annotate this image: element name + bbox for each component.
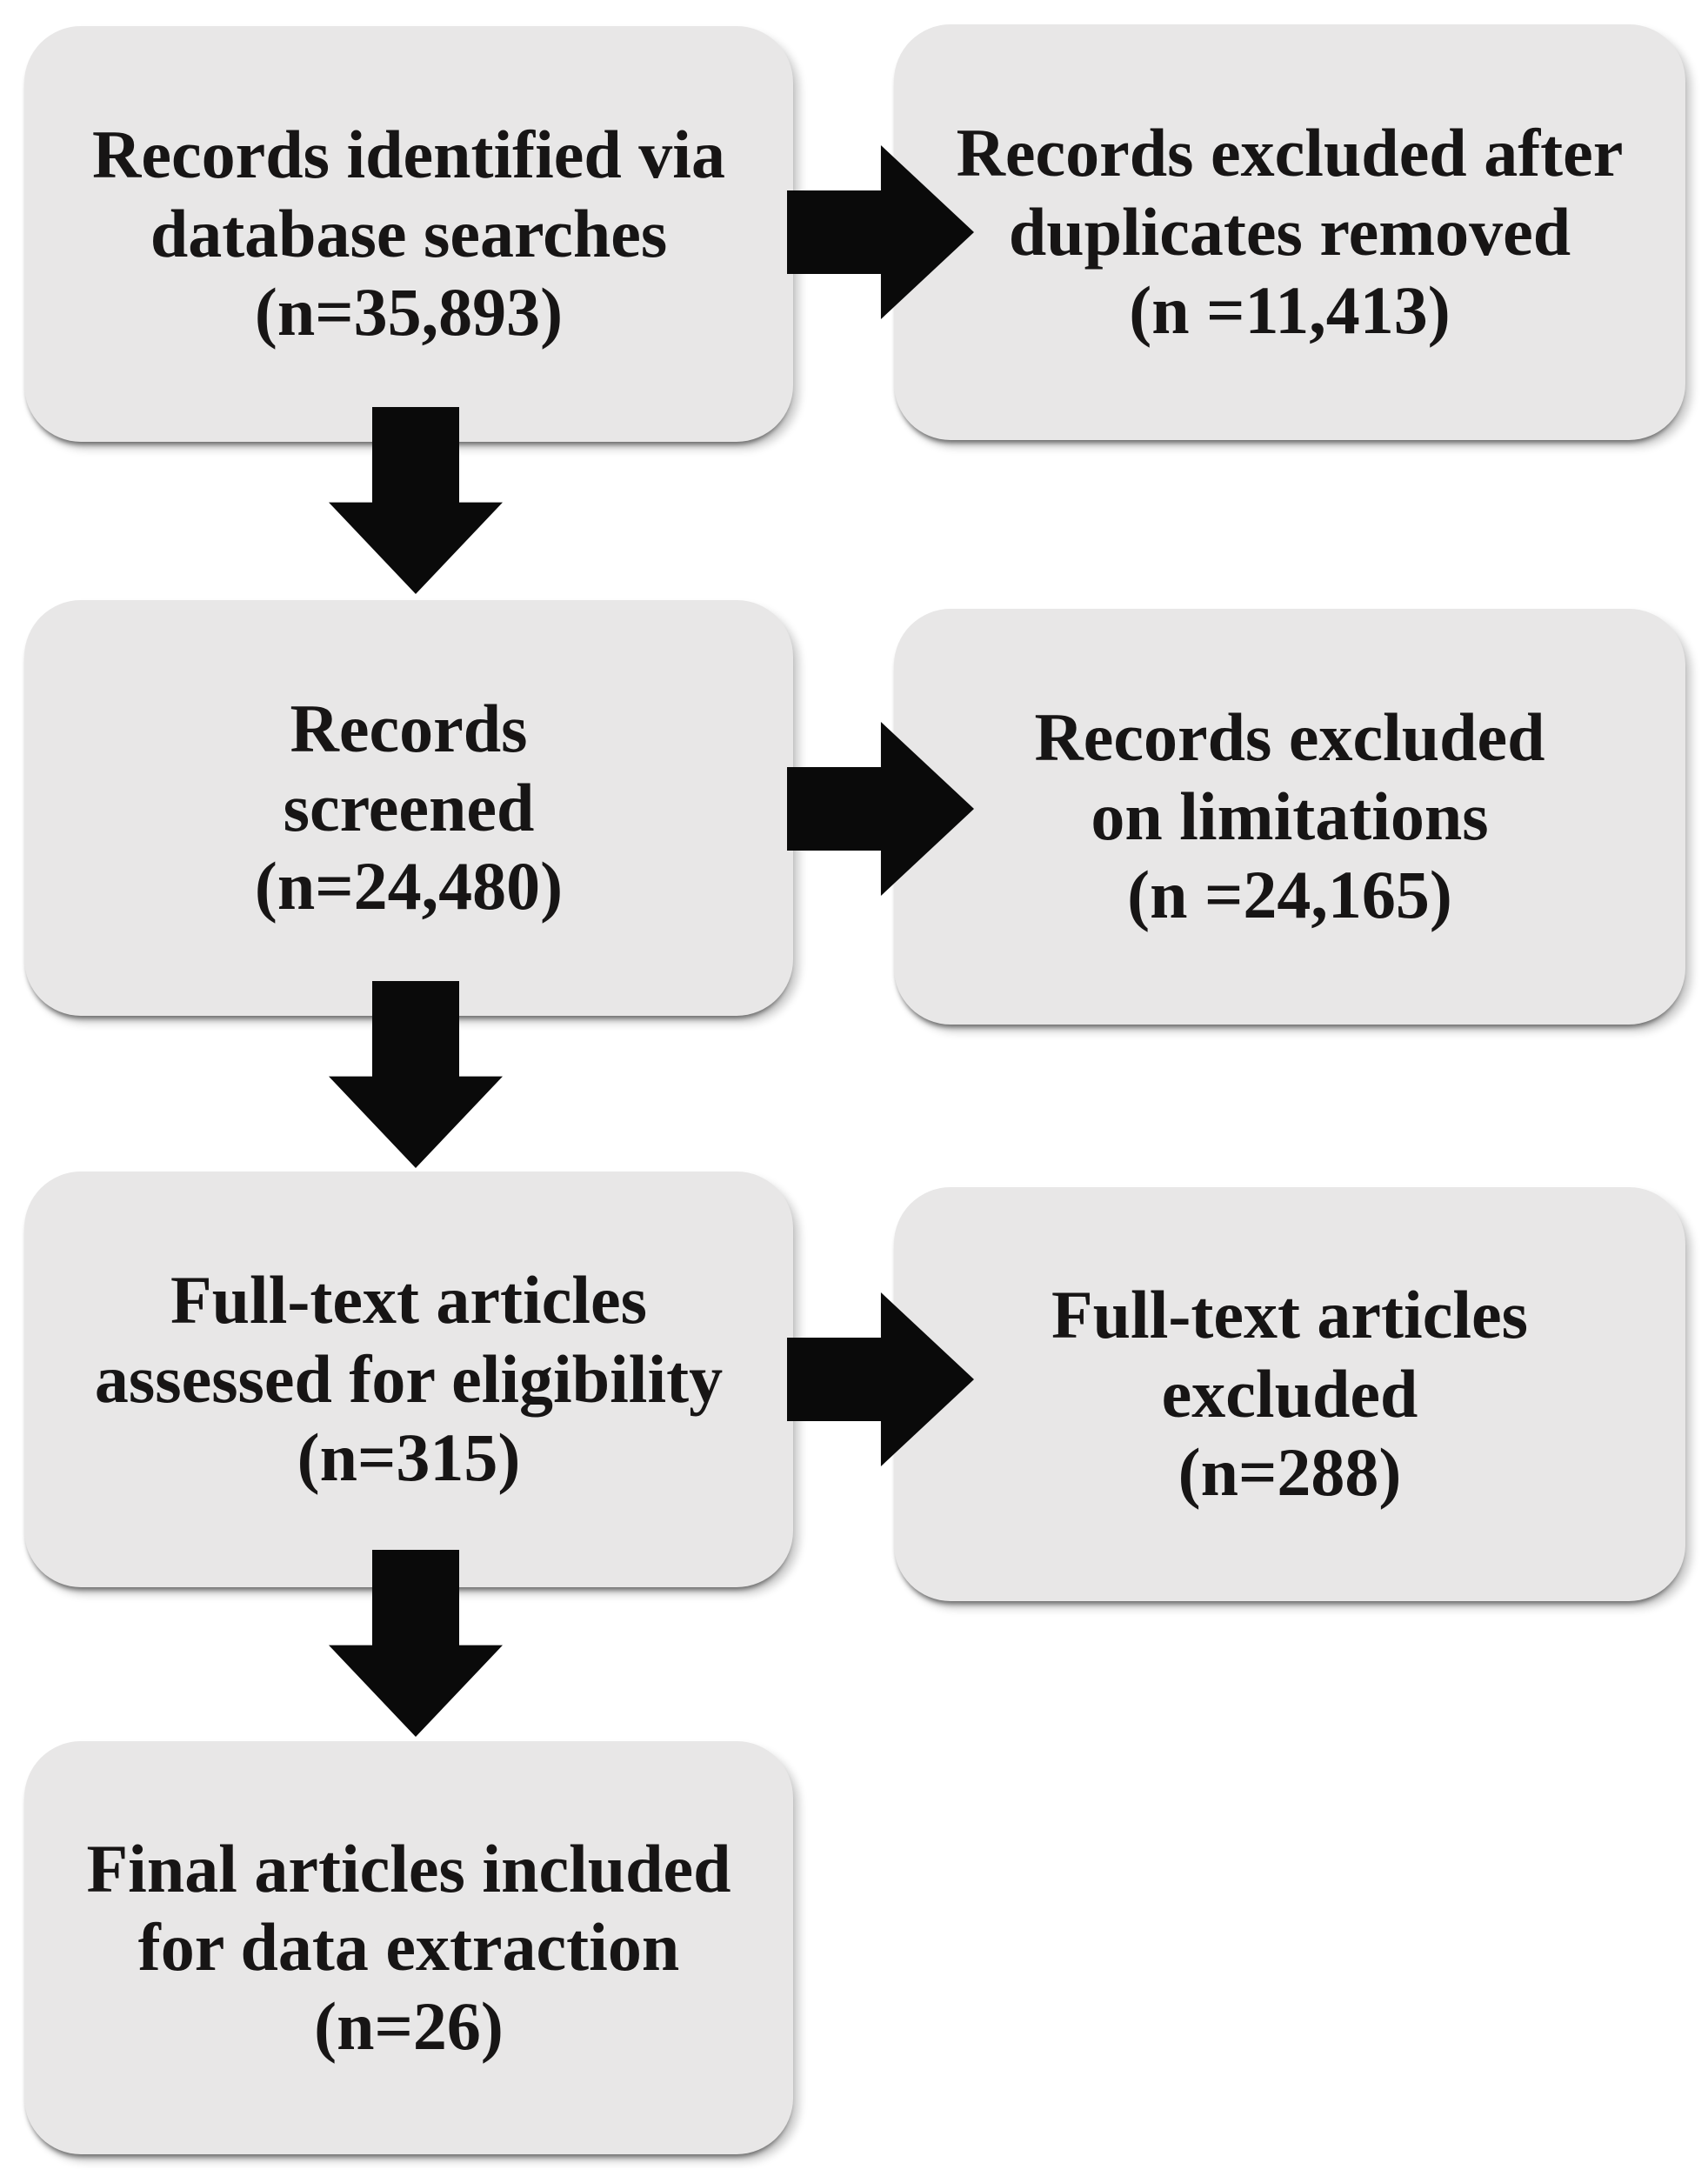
box-text-line: (n =24,165) [1127,857,1452,933]
box-text-line: Final articles included [86,1830,731,1906]
box-records-screened: Records screened (n=24,480) [24,600,793,1016]
box-records-identified: Records identified via database searches… [24,26,793,442]
box-text-line: (n=288) [1178,1434,1402,1511]
box-text-line: excluded [1161,1355,1418,1432]
box-text-line: duplicates removed [1008,193,1571,270]
box-records-excluded-duplicates: Records excluded after duplicates remove… [894,24,1685,440]
box-text-line: Records excluded after [956,115,1624,191]
box-text-line: assessed for eligibility [94,1340,724,1417]
box-text-line: (n=315) [297,1419,521,1496]
box-fulltext-assessed: Full-text articles assessed for eligibil… [24,1172,793,1587]
box-text-line: Records excluded [1034,699,1545,776]
box-records-excluded-limitations: Records excluded on limitations (n =24,1… [894,609,1685,1025]
box-text-line: Records [290,691,528,767]
box-text-line: Full-text articles [170,1262,647,1339]
box-text-line: Records identified via [92,117,725,193]
box-text-line: Full-text articles [1051,1277,1528,1353]
box-text-line: (n=24,480) [254,848,564,925]
box-text-line: on limitations [1091,778,1489,854]
box-text-line: (n=35,893) [254,274,564,350]
box-fulltext-excluded: Full-text articles excluded (n=288) [894,1187,1685,1601]
box-text-line: (n=26) [314,1987,504,2064]
box-text-line: screened [283,769,535,845]
box-text-line: for data extraction [137,1909,680,1986]
box-text-line: (n =11,413) [1129,272,1451,349]
box-final-articles-included: Final articles included for data extract… [24,1741,793,2154]
box-text-line: database searches [150,195,668,271]
